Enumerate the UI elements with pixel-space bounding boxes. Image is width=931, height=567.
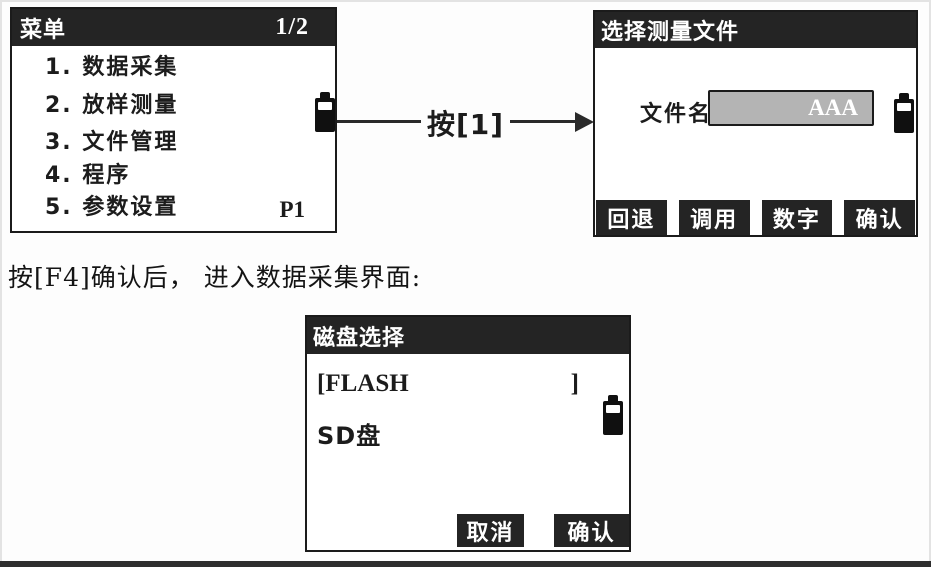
battery-body (603, 401, 623, 435)
battery-level (318, 102, 332, 110)
disk-select-titlebar: 磁盘选择 (307, 317, 629, 354)
battery-tip (320, 92, 330, 98)
battery-level (606, 405, 620, 413)
menu-screen: 菜单 1/2 1. 数据采集 2. 放样测量 3. 文件管理 4. 程序 5. … (10, 7, 337, 233)
filename-input[interactable]: AAA (708, 90, 874, 126)
battery-body (894, 99, 914, 133)
softkey-recall-button[interactable]: 调用 (678, 200, 750, 235)
battery-tip (899, 93, 909, 99)
sd-option-label[interactable]: SD盘 (317, 422, 382, 450)
battery-icon (602, 395, 624, 435)
flash-option-label: [FLASH (317, 370, 409, 397)
menu-page-indicator: 1/2 (275, 14, 309, 40)
select-file-screen: 选择测量文件 文件名: AAA 回退 调用 数字 确认 (593, 10, 918, 237)
menu-item-stakeout[interactable]: 2. 放样测量 (45, 93, 179, 118)
disk-select-title: 磁盘选择 (313, 325, 406, 351)
menu-title: 菜单 (20, 17, 67, 43)
select-file-titlebar: 选择测量文件 (595, 12, 916, 48)
menu-item-file-management[interactable]: 3. 文件管理 (45, 130, 179, 155)
battery-tip (608, 395, 618, 401)
filename-field-row: 文件名: AAA (595, 90, 916, 127)
battery-icon (314, 92, 336, 132)
flash-option-bracket: ] (570, 370, 579, 397)
flash-option-row[interactable]: [FLASH ] (317, 370, 579, 398)
softkey-back-button[interactable]: 回退 (596, 200, 667, 235)
filename-label: 文件名: (640, 102, 723, 127)
disk-select-screen: 磁盘选择 [FLASH ] SD盘 取消 确认 (305, 315, 631, 552)
battery-body (315, 98, 335, 132)
menu-list: 1. 数据采集 2. 放样测量 3. 文件管理 4. 程序 5. 参数设置 (12, 46, 335, 220)
battery-icon (893, 93, 915, 133)
filename-value: AAA (808, 95, 858, 120)
menu-titlebar: 菜单 1/2 (12, 9, 335, 46)
select-file-title: 选择测量文件 (601, 20, 740, 45)
bottom-bar (0, 561, 931, 567)
file-softkey-row: 回退 调用 数字 确认 (595, 200, 916, 235)
softkey-numeric-button[interactable]: 数字 (761, 200, 833, 235)
arrow-right-icon (575, 112, 594, 132)
menu-item-settings[interactable]: 5. 参数设置 (45, 195, 179, 220)
battery-level (897, 103, 911, 111)
softkey-confirm-button[interactable]: 确认 (554, 514, 629, 547)
menu-item-data-collection[interactable]: 1. 数据采集 (45, 55, 179, 80)
instruction-caption: 按[F4]确认后， 进入数据采集界面: (8, 263, 422, 292)
menu-softkey-page-label: P1 (279, 197, 305, 222)
softkey-cancel-button[interactable]: 取消 (457, 514, 524, 547)
flow-arrow-label: 按[1] (421, 103, 511, 143)
softkey-confirm-button[interactable]: 确认 (844, 200, 915, 235)
menu-item-programs[interactable]: 4. 程序 (45, 163, 131, 188)
